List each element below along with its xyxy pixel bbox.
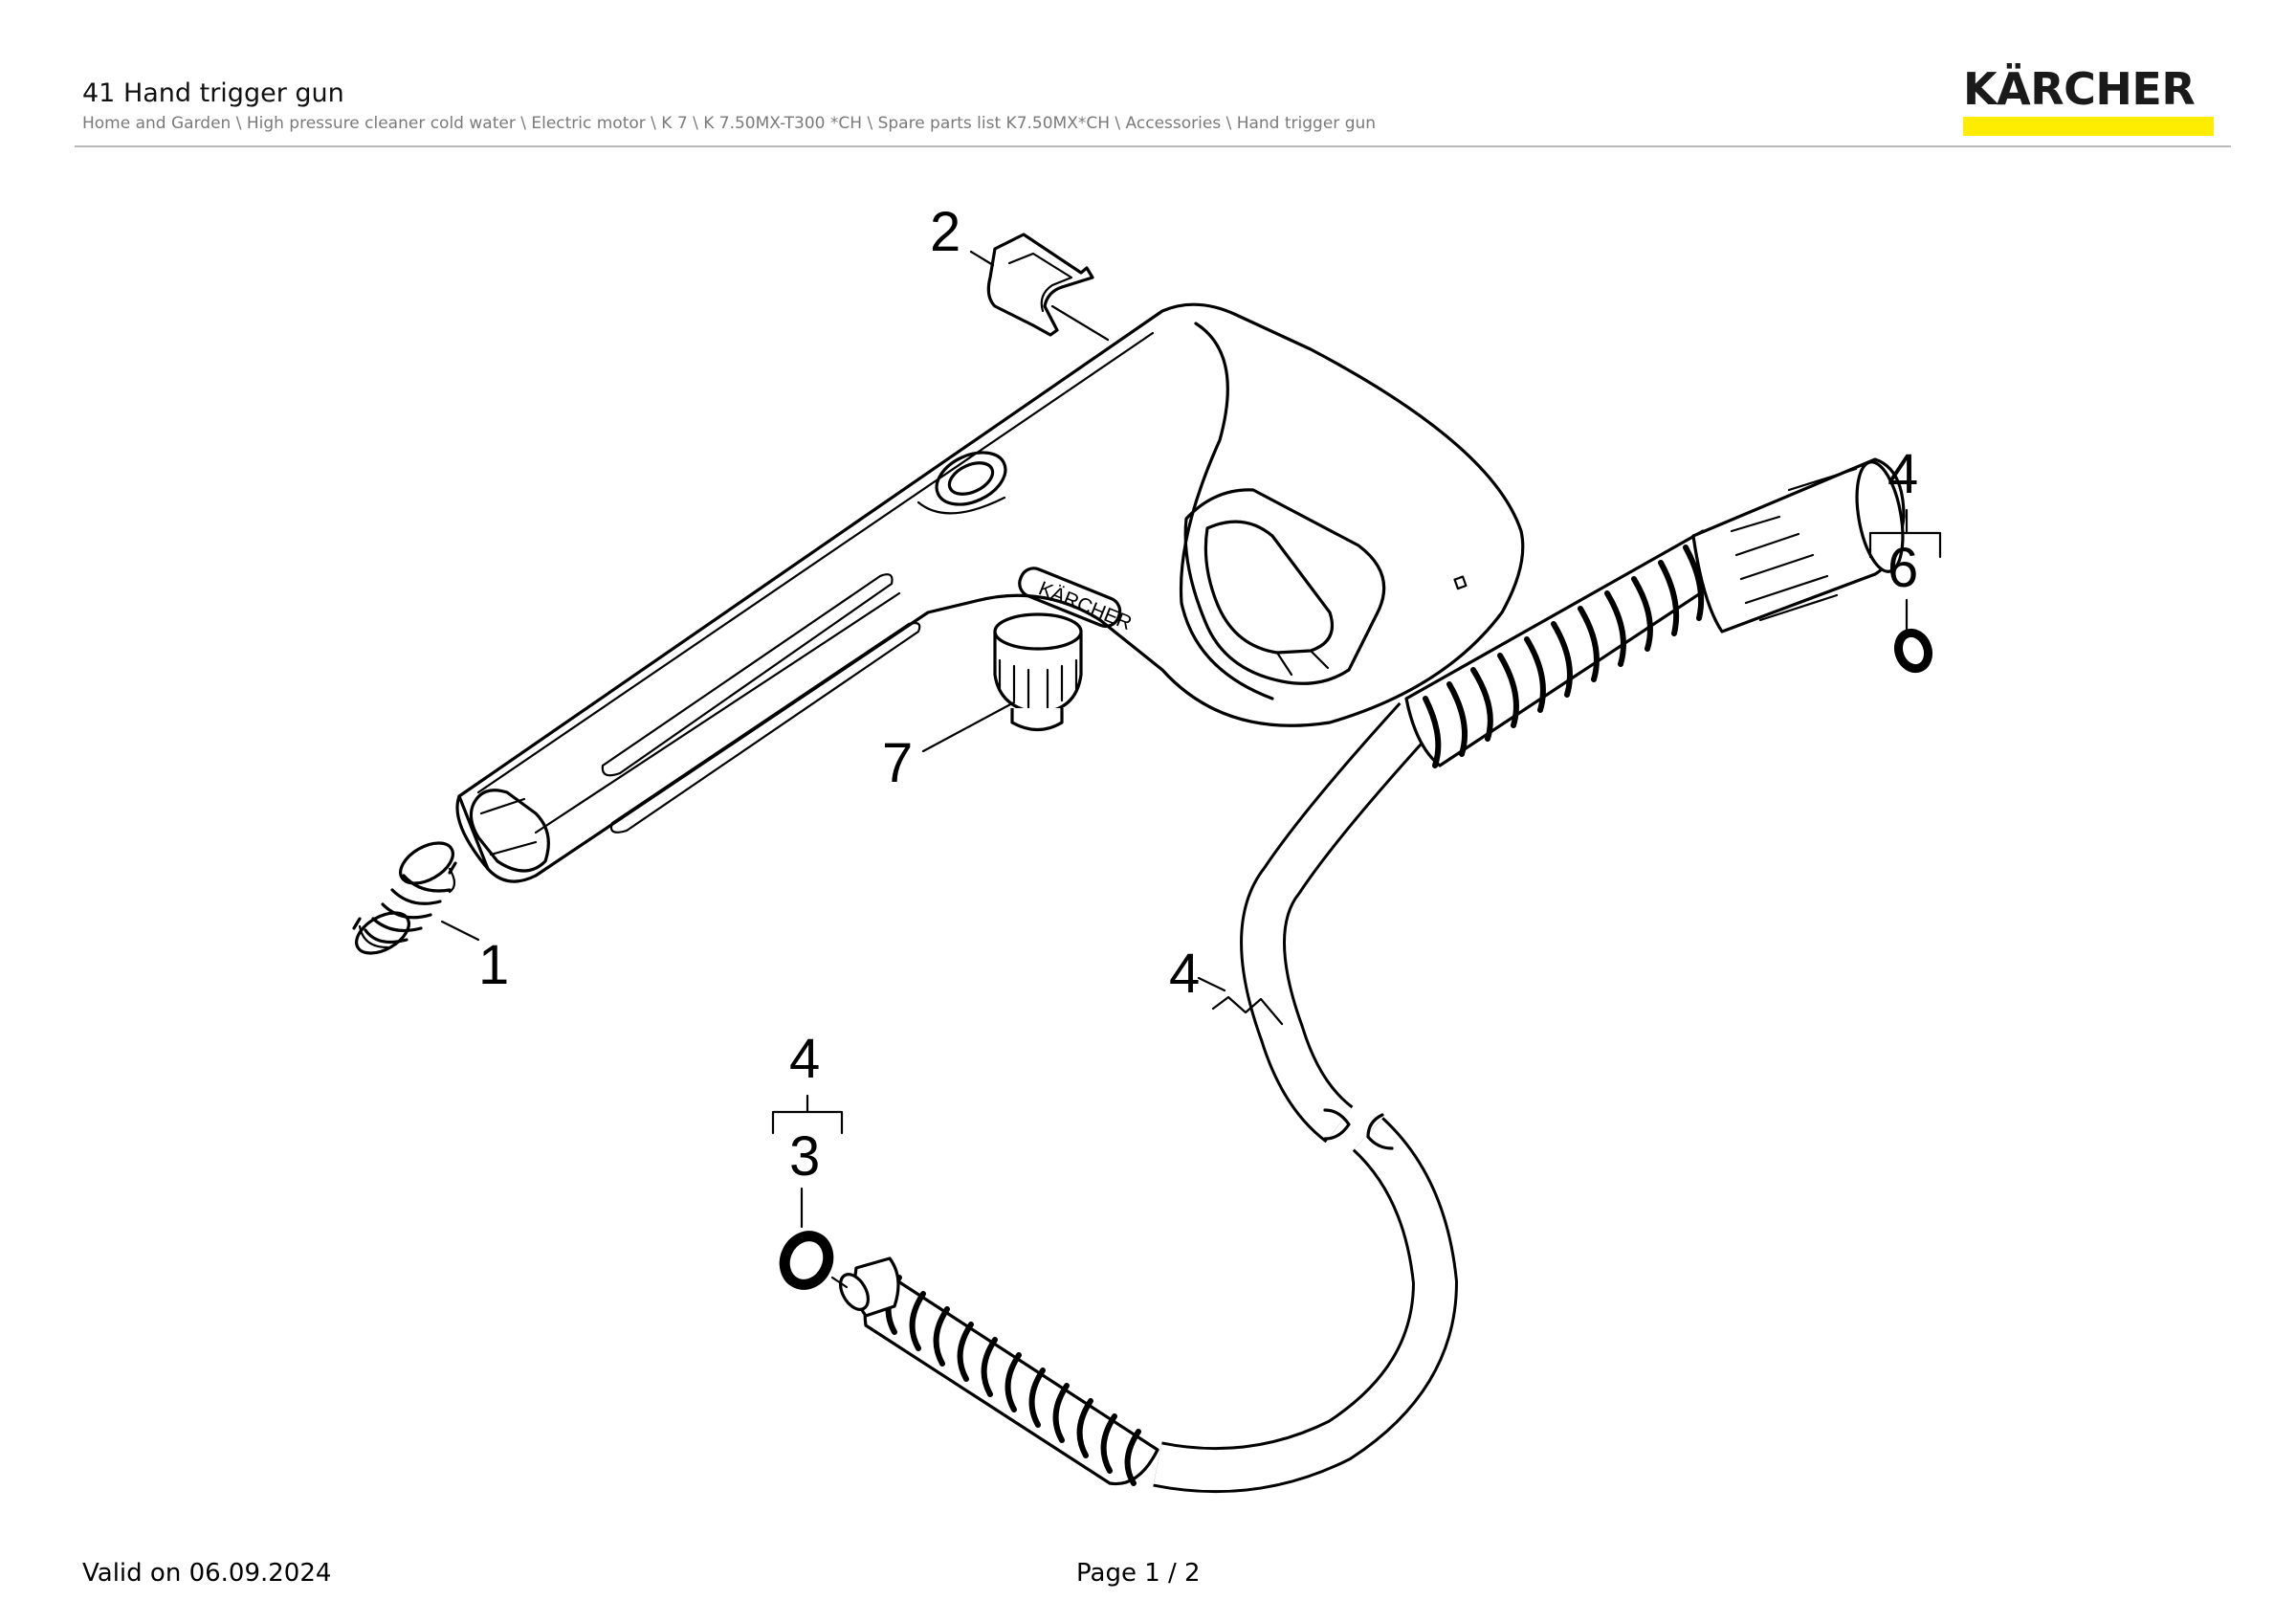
callout-connector: 7 (882, 732, 913, 794)
logo-yellow-bar (1963, 117, 2214, 136)
hose-connector-part (993, 612, 1083, 732)
karcher-logo: KÄRCHER (1963, 67, 2214, 136)
oring-front-part (779, 1231, 834, 1290)
page-title: 41 Hand trigger gun (82, 78, 344, 108)
callout-spring: 1 (478, 934, 509, 996)
callout-oring-rear: 6 (1888, 537, 1918, 599)
oring-rear-part (1893, 628, 1933, 674)
valid-date: Valid on 06.09.2024 (82, 1559, 332, 1588)
exploded-parts-diagram: KÄRCHER (352, 201, 1942, 1494)
logo-wordmark: KÄRCHER (1963, 63, 2196, 115)
callout-clip: 2 (930, 201, 960, 263)
header-divider (75, 145, 2231, 147)
leader-lines (440, 250, 1942, 1229)
callout-oring-front: 3 (789, 1125, 820, 1188)
hose-part (830, 457, 1906, 1494)
spring-part (352, 841, 457, 955)
callout-hose: 4 (1169, 943, 1200, 1005)
breadcrumb: Home and Garden \ High pressure cleaner … (82, 114, 1377, 133)
callout-front-group: 4 (789, 1028, 820, 1090)
clip-part (986, 233, 1094, 337)
callout-rear-group: 4 (1888, 443, 1918, 505)
page-number: Page 1 / 2 (1076, 1559, 1201, 1588)
